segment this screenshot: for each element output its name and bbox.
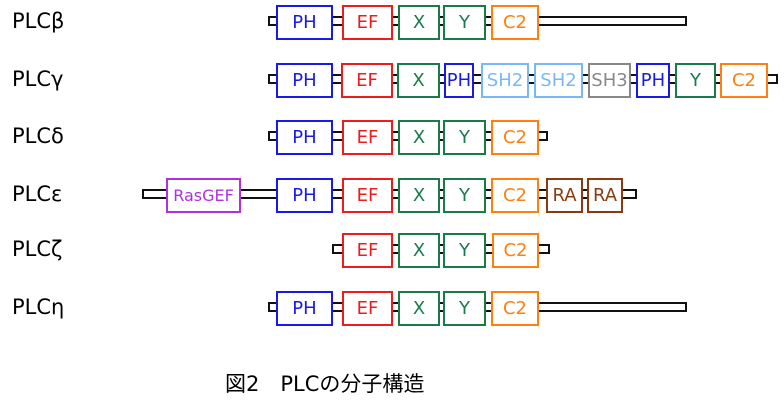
domain-y: Y [443, 178, 486, 213]
domain-c2: C2 [491, 291, 539, 326]
domain-ef: EF [342, 120, 393, 155]
domain-c2: C2 [491, 178, 539, 213]
domain-sh3: SH3 [588, 63, 631, 98]
domain-ph: PH [276, 120, 333, 155]
domain-rasgef: RasGEF [166, 178, 241, 213]
domain-y: Y [443, 120, 486, 155]
domain-x: X [397, 63, 440, 98]
domain-ra: RA [587, 178, 623, 213]
domain-x: X [398, 233, 440, 268]
domain-y: Y [675, 63, 716, 98]
domain-ph: PH [276, 5, 333, 40]
domain-c2: C2 [720, 63, 768, 98]
domain-ef: EF [342, 5, 393, 40]
domain-ph: PH [636, 63, 670, 98]
protein-backbone [332, 244, 550, 254]
domain-ef: EF [342, 233, 393, 268]
domain-ef: EF [341, 63, 393, 98]
domain-c2: C2 [491, 120, 539, 155]
row-label: PLCγ [12, 67, 64, 91]
domain-x: X [398, 120, 440, 155]
figure-caption: 図2 PLCの分子構造 [225, 372, 425, 396]
row-label: PLCη [12, 295, 65, 319]
row-label: PLCδ [12, 124, 64, 148]
domain-ef: EF [342, 178, 393, 213]
domain-x: X [398, 178, 440, 213]
row-label: PLCβ [12, 9, 65, 33]
row-label: PLCζ [12, 237, 63, 261]
domain-x: X [398, 291, 440, 326]
domain-ra: RA [546, 178, 583, 213]
domain-y: Y [443, 233, 486, 268]
domain-ef: EF [342, 291, 393, 326]
domain-y: Y [443, 291, 486, 326]
domain-x: X [398, 5, 440, 40]
domain-sh2: SH2 [534, 63, 583, 98]
domain-sh2: SH2 [481, 63, 529, 98]
domain-ph: PH [276, 291, 333, 326]
domain-ph: PH [444, 63, 474, 98]
domain-ph: PH [276, 63, 333, 98]
domain-c2: C2 [492, 233, 539, 268]
domain-ph: PH [276, 178, 333, 213]
row-label: PLCε [12, 182, 63, 206]
domain-y: Y [443, 5, 486, 40]
domain-c2: C2 [491, 5, 539, 40]
